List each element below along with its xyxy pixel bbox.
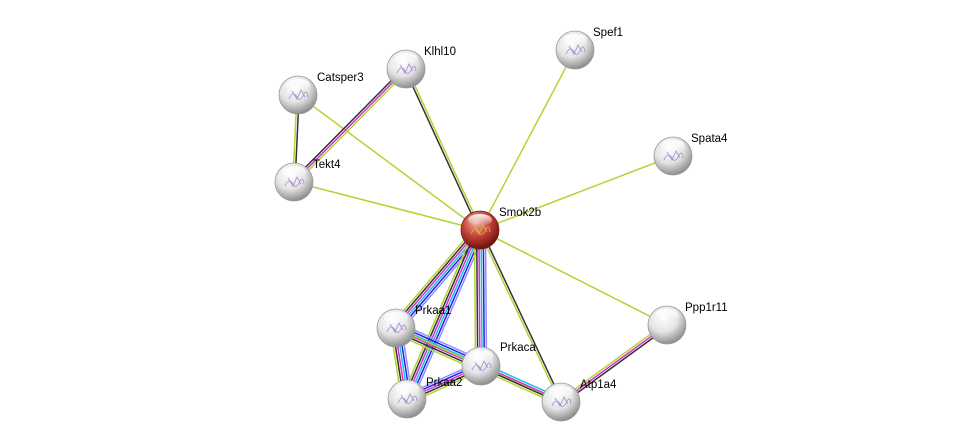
node-ppp1r11[interactable]: Ppp1r11 [647, 302, 728, 345]
node-label: Atp1a4 [580, 379, 617, 391]
edge-klhl10-tekt4[interactable] [291, 66, 409, 185]
edge-evidence-experiments [478, 230, 481, 367]
node-highlight [282, 166, 306, 178]
edge-evidence-textmining [293, 181, 481, 231]
edge-smok2b-atp1a4[interactable] [478, 229, 563, 403]
node-spata4[interactable]: Spata4 [653, 133, 728, 176]
edge-evidence-textmining [559, 322, 667, 401]
node-label: Spata4 [691, 133, 728, 145]
node-highlight [563, 34, 587, 46]
edge-evidence-databases [407, 230, 482, 400]
edge-evidence-textmining [473, 230, 477, 367]
protein-structure-icon [397, 393, 418, 404]
edge-smok2b-spef1[interactable] [479, 49, 576, 231]
edge-evidence-textmining [479, 49, 576, 231]
node-label: Prkaa2 [426, 377, 462, 389]
edge-evidence-coexpression [475, 230, 479, 367]
node-highlight [661, 140, 685, 152]
edge-evidence-textmining [479, 229, 668, 326]
node-atp1a4[interactable]: Atp1a4 [541, 379, 617, 422]
edge-evidence-coexpression [403, 228, 478, 398]
node-highlight [468, 214, 492, 226]
protein-structure-icon [565, 44, 586, 55]
edge-smok2b-catsper3[interactable] [297, 94, 481, 231]
node-label: Prkaa1 [415, 305, 451, 317]
edge-atp1a4-ppp1r11[interactable] [559, 322, 669, 405]
node-prkaa2[interactable]: Prkaa2 [387, 377, 462, 419]
edge-smok2b-spata4[interactable] [479, 155, 674, 231]
node-smok2b[interactable]: Smok2b [460, 207, 541, 250]
node-spef1[interactable]: Spef1 [555, 27, 623, 70]
edge-evidence-databases [480, 229, 483, 366]
protein-structure-icon [284, 176, 305, 187]
edge-evidence-gene-fusion [409, 231, 484, 401]
node-label: Smok2b [499, 207, 541, 219]
edge-smok2b-prkaca[interactable] [473, 229, 488, 367]
protein-structure-icon [396, 63, 417, 74]
node-label: Spef1 [593, 27, 623, 39]
edge-evidence-coexpression [291, 66, 405, 181]
protein-structure-icon [663, 150, 684, 161]
edge-evidence-neighborhood [484, 229, 488, 366]
edge-evidence-coexpression [392, 227, 479, 327]
edge-evidence-gene-fusion [482, 229, 486, 366]
edge-smok2b-tekt4[interactable] [293, 181, 481, 231]
node-label: Ppp1r11 [685, 302, 728, 314]
edge-evidence-neighborhood [411, 231, 486, 402]
node-highlight [395, 383, 419, 395]
edge-evidence-experiments [394, 228, 480, 328]
node-highlight [655, 309, 679, 321]
node-label: Klhl10 [424, 46, 456, 58]
protein-structure-icon [471, 360, 492, 371]
edge-evidence-textmining [406, 68, 482, 230]
edge-evidence-textmining [401, 227, 476, 398]
node-tekt4[interactable]: Tekt4 [274, 159, 341, 202]
node-label: Prkaca [500, 342, 536, 354]
node-highlight [394, 53, 418, 65]
node-catsper3[interactable]: Catsper3 [278, 72, 364, 115]
node-highlight [549, 386, 573, 398]
protein-structure-icon [470, 224, 491, 235]
edge-evidence-textmining [391, 225, 477, 325]
edge-evidence-coexpression [561, 326, 669, 405]
edge-evidence-experiments [293, 68, 407, 183]
node-prkaca[interactable]: Prkaca [461, 342, 536, 386]
protein-structure-icon [551, 396, 572, 407]
edge-evidence-textmining [479, 155, 674, 231]
protein-structure-icon [288, 89, 309, 100]
edge-evidence-textmining [478, 230, 561, 403]
edge-smok2b-prkaa2[interactable] [401, 227, 486, 402]
node-klhl10[interactable]: Klhl10 [386, 46, 456, 89]
node-highlight [469, 350, 493, 362]
edge-evidence-coexpression [404, 69, 480, 231]
edge-evidence-experiments [560, 324, 668, 403]
edge-smok2b-ppp1r11[interactable] [479, 229, 668, 326]
edge-evidence-textmining [297, 94, 481, 231]
edge-smok2b-klhl10[interactable] [404, 68, 482, 231]
node-highlight [286, 79, 310, 91]
node-label: Catsper3 [317, 72, 364, 84]
node-label: Tekt4 [313, 159, 341, 171]
edge-evidence-coexpression [480, 229, 563, 402]
node-prkaa1[interactable]: Prkaa1 [376, 305, 451, 348]
edge-evidence-experiments [405, 229, 480, 399]
protein-structure-icon [386, 322, 407, 333]
edge-evidence-textmining [295, 70, 409, 185]
node-highlight [384, 312, 408, 324]
